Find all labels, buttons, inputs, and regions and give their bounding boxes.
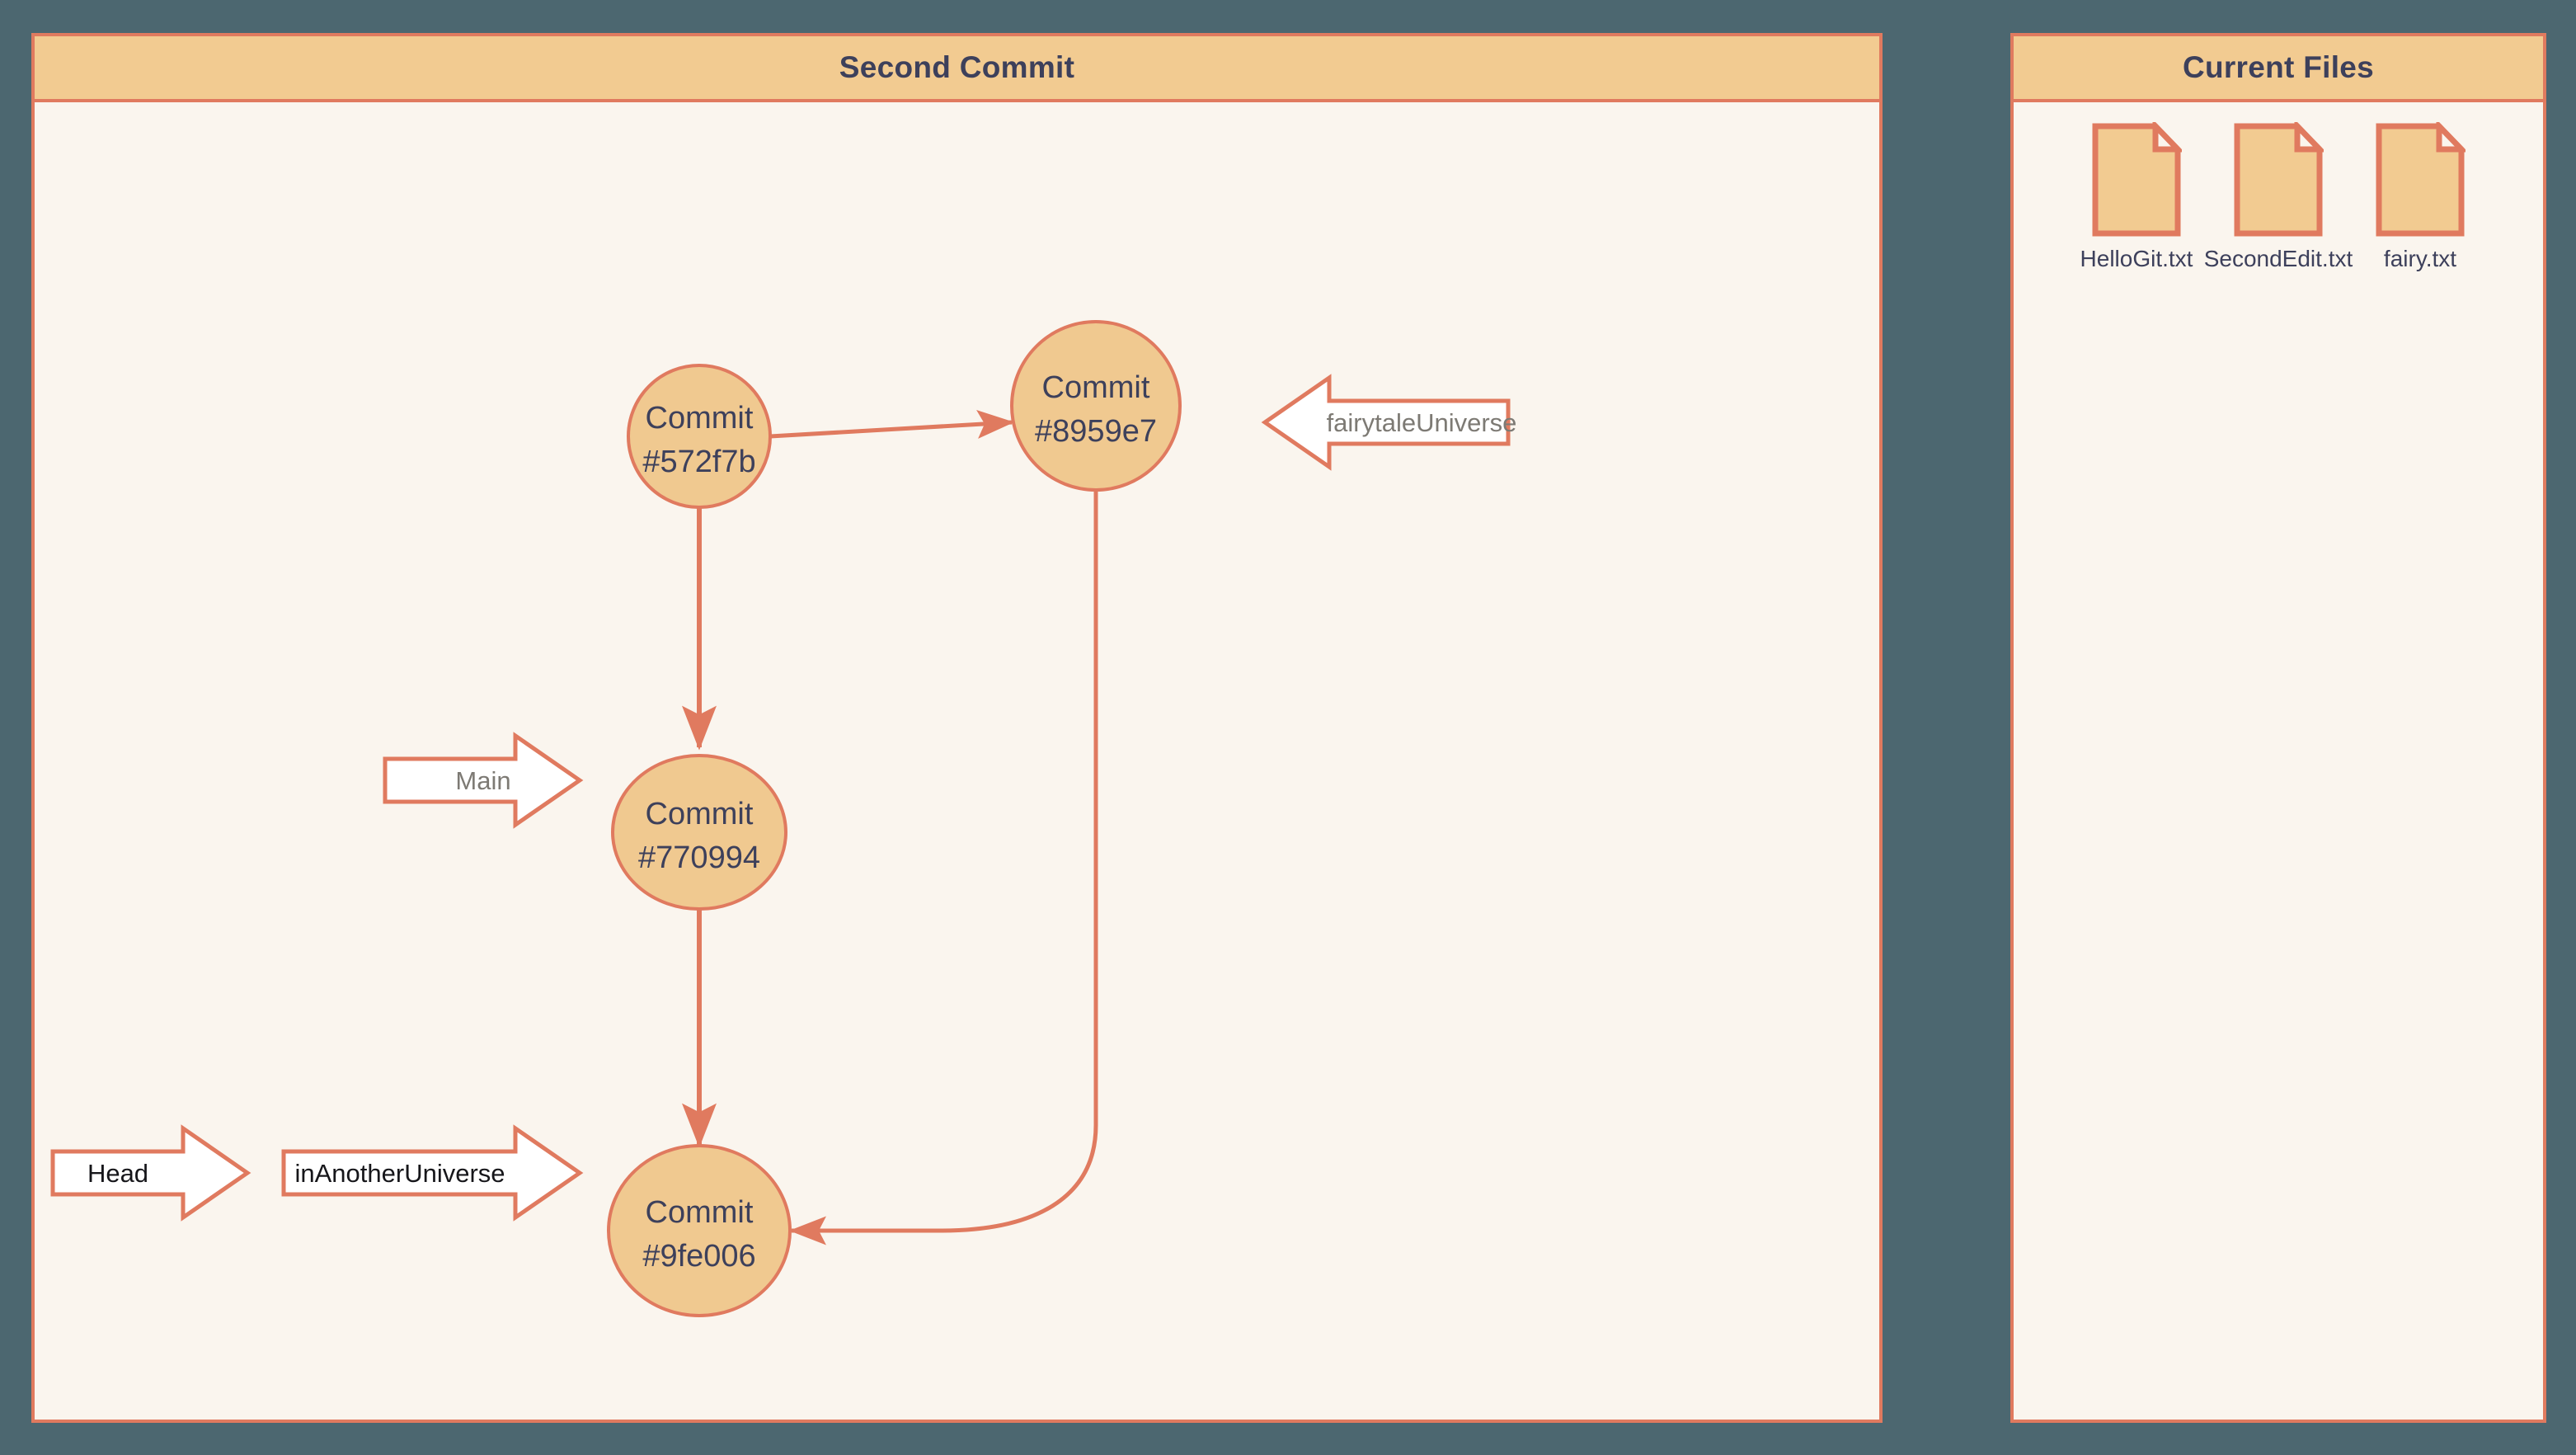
file-item[interactable]: fairy.txt	[2354, 122, 2486, 272]
commit-node-9fe006-line2: #9fe006	[642, 1239, 755, 1274]
tag-head-label: Head	[87, 1159, 148, 1188]
file-name: fairy.txt	[2383, 246, 2457, 271]
commit-node-8959e7[interactable]: Commit #8959e7	[1010, 320, 1182, 492]
tag-main-label: Main	[455, 766, 510, 795]
commit-node-770994[interactable]: Commit #770994	[611, 754, 787, 911]
commit-node-8959e7-line1: Commit	[1042, 370, 1150, 405]
file-item[interactable]: SecondEdit.txt	[2204, 122, 2353, 272]
commit-node-9fe006[interactable]: Commit #9fe006	[607, 1144, 792, 1317]
edge-572f7b-to-8959e7	[769, 409, 1014, 439]
file-list: HelloGit.txt SecondEdit.txt fairy.txt	[2014, 122, 2543, 272]
tag-inanotheruniverse[interactable]: inAnotherUniverse	[281, 1124, 584, 1222]
commit-node-770994-line2: #770994	[638, 841, 760, 875]
commit-node-572f7b[interactable]: Commit #572f7b	[627, 364, 772, 509]
commit-graph-header: Second Commit	[35, 36, 1879, 102]
current-files-body: HelloGit.txt SecondEdit.txt fairy.txt	[2014, 102, 2543, 1420]
commit-graph-panel: Second Commit	[31, 33, 1883, 1423]
file-item[interactable]: HelloGit.txt	[2071, 122, 2202, 272]
commit-node-770994-line1: Commit	[646, 797, 754, 831]
file-icon	[2092, 122, 2182, 237]
tag-head[interactable]: Head	[50, 1124, 251, 1222]
commit-graph-canvas: Commit #572f7b Commit #8959e7 Commit #77…	[50, 320, 1517, 1317]
current-files-header: Current Files	[2014, 36, 2543, 102]
commit-node-8959e7-line2: #8959e7	[1035, 414, 1157, 449]
commit-node-9fe006-line1: Commit	[646, 1195, 754, 1230]
commit-graph-body: Commit #572f7b Commit #8959e7 Commit #77…	[35, 102, 1879, 1420]
tag-fairytaleuniverse-label: fairytaleUniverse	[1327, 408, 1517, 437]
commit-node-572f7b-line2: #572f7b	[642, 445, 755, 479]
file-icon	[2376, 122, 2466, 237]
file-icon	[2234, 122, 2324, 237]
file-name: SecondEdit.txt	[2203, 246, 2353, 271]
tag-inanotheruniverse-label: inAnotherUniverse	[294, 1159, 505, 1188]
edge-layer	[682, 409, 1098, 1245]
current-files-title: Current Files	[2182, 50, 2375, 84]
commit-graph-title: Second Commit	[839, 50, 1075, 84]
current-files-panel: Current Files HelloGit.txt SecondEdit.	[2010, 33, 2546, 1423]
tag-main[interactable]: Main	[383, 732, 584, 829]
edge-8959e7-to-9fe006	[788, 491, 1098, 1245]
tag-fairytaleuniverse[interactable]: fairytaleUniverse	[1261, 374, 1517, 471]
commit-node-572f7b-line1: Commit	[646, 401, 754, 436]
file-name: HelloGit.txt	[2080, 246, 2193, 271]
